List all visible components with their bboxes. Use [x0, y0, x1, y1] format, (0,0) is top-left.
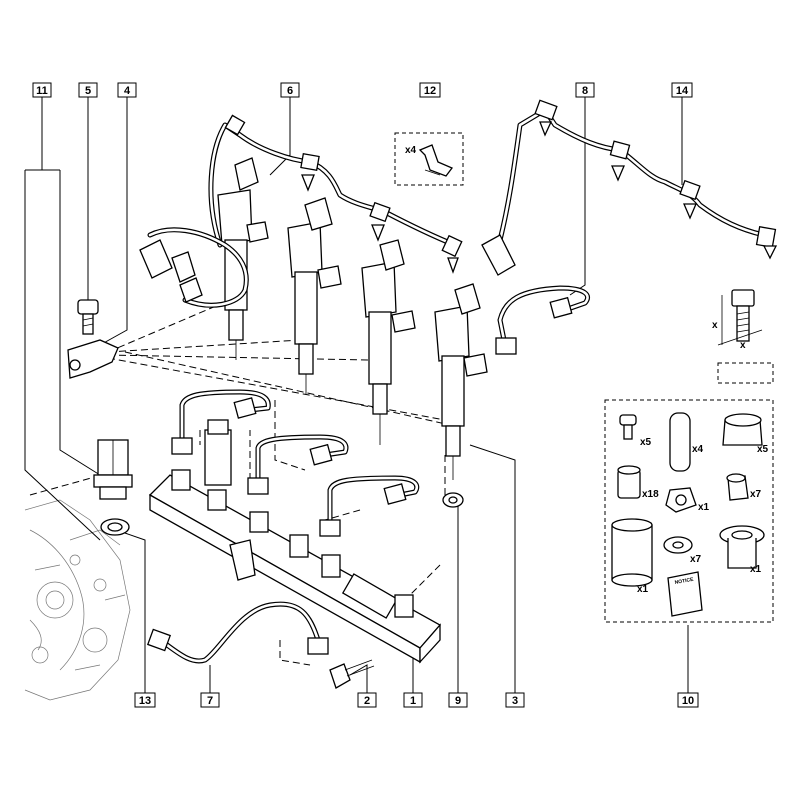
kit10-pin-qty: x4	[692, 444, 704, 455]
fuel-rail-1	[148, 419, 442, 664]
bolt-dimension-sketch	[717, 289, 774, 384]
kit10-screw-qty: x5	[640, 437, 652, 448]
callout-7: 7	[200, 692, 220, 708]
kit10-clip-qty: x18	[642, 489, 659, 500]
return-hose-6	[208, 114, 463, 274]
repair-kit-10	[604, 399, 774, 623]
svg-text:1: 1	[410, 695, 416, 707]
callout-1: 1	[403, 692, 423, 708]
injector-4	[434, 283, 488, 480]
copper-washer-9	[442, 492, 464, 508]
clip-kit-12	[394, 132, 464, 186]
callout-8: 8	[575, 82, 595, 98]
svg-text:6: 6	[287, 85, 293, 97]
kit10-cap-qty: x7	[750, 489, 762, 500]
svg-text:7: 7	[207, 695, 213, 707]
rail-bolt-2	[329, 659, 375, 689]
assembly-guide-lines	[29, 299, 451, 666]
svg-text:2: 2	[364, 695, 370, 707]
callout-9: 9	[448, 692, 468, 708]
svg-text:12: 12	[424, 85, 436, 97]
callout-12: 12	[419, 82, 441, 98]
svg-text:14: 14	[676, 85, 689, 97]
svg-text:11: 11	[36, 85, 48, 97]
svg-text:8: 8	[582, 85, 588, 97]
svg-text:5: 5	[85, 85, 91, 97]
svg-text:4: 4	[124, 85, 131, 97]
callout-11: 11	[32, 82, 52, 98]
dimension-x-horizontal: x	[740, 340, 746, 351]
wiring-harness	[139, 227, 249, 308]
callout-5: 5	[78, 82, 98, 98]
callout-6: 6	[280, 82, 300, 98]
kit10-hex-qty: x1	[698, 502, 710, 513]
hp-pipe-8	[495, 285, 591, 355]
injector-2	[287, 197, 342, 395]
hp-pipe-c	[319, 475, 420, 537]
callout-13: 13	[134, 692, 156, 708]
clamp-screw-5	[77, 299, 99, 335]
kit12-qty: x4	[405, 145, 417, 156]
callout-4: 4	[117, 82, 137, 98]
svg-text:9: 9	[455, 695, 461, 707]
kit10-washer-qty: x7	[690, 554, 702, 565]
callout-3: 3	[505, 692, 525, 708]
hp-pipe-b	[247, 434, 349, 495]
return-hose-14	[481, 99, 778, 276]
callout-14: 14	[671, 82, 693, 98]
svg-text:13: 13	[139, 695, 151, 707]
kit10-booklet-label: NOTICE	[674, 577, 694, 586]
injector-clamp-4	[67, 339, 119, 379]
sealing-washer-13	[100, 518, 130, 536]
pressure-sensor-11	[93, 439, 133, 500]
hp-pipe-a	[171, 389, 271, 455]
kit10-sleeve-qty: x1	[750, 564, 762, 575]
svg-text:3: 3	[512, 695, 518, 707]
injector-3	[361, 239, 416, 445]
hp-pipe-7	[146, 601, 329, 664]
kit10-can-qty: x1	[637, 584, 649, 595]
callout-10: 10	[677, 692, 699, 708]
leader-lines	[24, 97, 689, 693]
engine-block-sketch	[24, 499, 131, 701]
kit10-nut-qty: x5	[757, 444, 769, 455]
svg-text:10: 10	[682, 695, 694, 707]
injector-1	[217, 157, 269, 360]
callout-2: 2	[357, 692, 377, 708]
dimension-x-vertical: x	[712, 320, 718, 331]
